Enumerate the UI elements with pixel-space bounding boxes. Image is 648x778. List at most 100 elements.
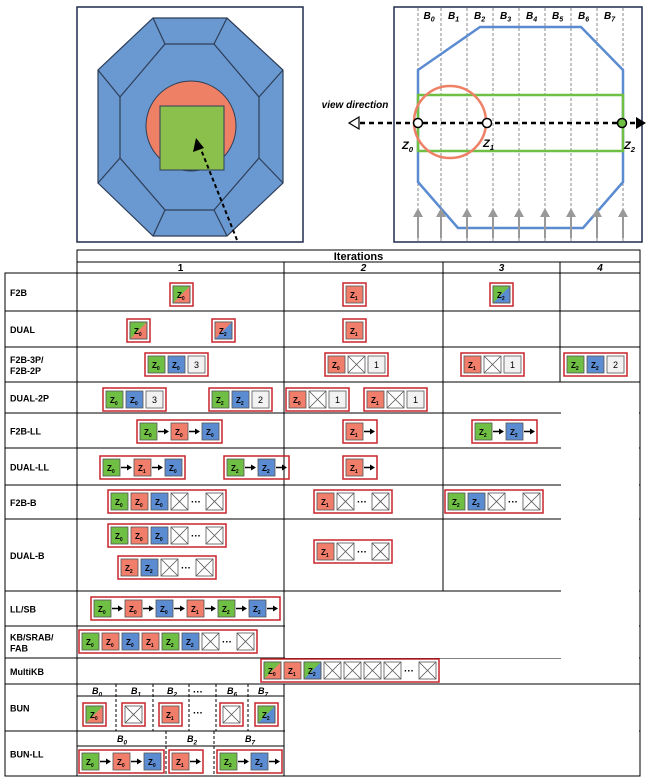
- link-arrow-head: [149, 605, 154, 612]
- empty-cell-cross: [336, 542, 355, 561]
- empty-cell: [522, 492, 541, 511]
- sample-cell: Z2: [447, 492, 466, 511]
- sample-fill: [345, 458, 364, 477]
- bucket-label: B0: [424, 11, 435, 24]
- row-label: F2B-2P: [10, 366, 41, 376]
- sample-label: Z1: [166, 711, 174, 722]
- count-label: 2: [258, 395, 263, 405]
- sample-label: Z0: [98, 605, 106, 616]
- sample-label: Z2: [219, 327, 227, 338]
- bevel-edge: [97, 69, 121, 98]
- sample-fill: [130, 526, 149, 545]
- empty-cell: [371, 492, 390, 511]
- pixel-frame: [107, 523, 227, 548]
- depth-point: [481, 117, 493, 129]
- empty-cell-cross: [483, 355, 502, 374]
- link-arrow-head: [137, 758, 142, 765]
- pixel-frame: [260, 658, 440, 683]
- sample-label: Z0: [148, 758, 156, 769]
- bevel-edge: [152, 209, 166, 237]
- sample-fill: [467, 492, 486, 511]
- pixel-frame: [342, 455, 378, 480]
- sample-cell: Z2: [161, 632, 180, 651]
- sample-cell: Z0: [81, 632, 100, 651]
- sample-label: Z2: [224, 758, 232, 769]
- pixel-frame: [168, 749, 204, 774]
- sample-fill: [161, 705, 180, 724]
- row-label: F2B-B: [10, 498, 37, 508]
- sample-cell: Z0: [85, 705, 104, 724]
- link-arrow-head: [244, 758, 249, 765]
- bun-bucket-label: B7: [258, 686, 269, 698]
- sample-cell: Z0: [124, 599, 143, 618]
- empty-cell-cross: [201, 632, 220, 651]
- sample-cell: Z1: [345, 321, 364, 340]
- bucket-label: B6: [578, 11, 589, 24]
- sample-cell: Z1: [283, 661, 302, 680]
- sample-cell: Z2: [140, 558, 159, 577]
- sample-fill-half: [493, 286, 510, 303]
- ellipsis: ···: [404, 666, 414, 677]
- empty-cell-cross: [487, 492, 506, 511]
- sample-label: Z2: [308, 667, 316, 678]
- pixel-frame: [254, 702, 279, 727]
- sample-fill: [345, 321, 364, 340]
- empty-cell-cross: [205, 492, 224, 511]
- sample-label: Z0: [134, 327, 142, 338]
- column-header: 2: [360, 263, 367, 274]
- sample-fill: [447, 492, 466, 511]
- iterations-header: Iterations: [334, 251, 384, 263]
- bun-ellipsis: ···: [193, 687, 203, 698]
- bun-ellipsis: ···: [193, 708, 203, 719]
- sample-label: Z0: [177, 291, 185, 302]
- sample-cell: Z0: [172, 285, 191, 304]
- sample-label: Z2: [236, 396, 244, 407]
- sample-label: Z0: [86, 638, 94, 649]
- row-label: F2B: [10, 288, 28, 298]
- pixel-frame: [313, 489, 393, 514]
- count-cell: [145, 390, 164, 409]
- pixel-frame: [219, 702, 244, 727]
- sample-fill: [366, 390, 385, 409]
- empty-cell: [308, 390, 327, 409]
- sample-cell: Z0: [101, 632, 120, 651]
- sample-fill: [171, 752, 190, 771]
- empty-cell-cross: [363, 661, 382, 680]
- bucket-label: B5: [552, 11, 563, 24]
- sample-fill: [167, 355, 186, 374]
- sample-fill: [140, 558, 159, 577]
- view-arrow-line: [199, 146, 238, 241]
- ellipsis: ···: [191, 531, 201, 542]
- empty-cell: [336, 542, 355, 561]
- sample-fill: [186, 599, 205, 618]
- sample-border: [129, 321, 148, 340]
- link-arrow-head: [242, 605, 247, 612]
- pixel-frame: [102, 387, 167, 412]
- sample-fill: [248, 599, 267, 618]
- green-square: [159, 105, 225, 171]
- sample-cell: Z2: [505, 422, 524, 441]
- sample-cell: Z0: [129, 321, 148, 340]
- count-label: 3: [194, 360, 199, 370]
- sample-label: Z0: [117, 758, 125, 769]
- pixel-frame: [78, 749, 165, 774]
- sample-label: Z2: [571, 361, 579, 372]
- sample-fill-half: [304, 662, 321, 679]
- sample-cell: Z0: [263, 661, 282, 680]
- sample-label: Z1: [350, 327, 358, 338]
- sample-fill: [250, 752, 269, 771]
- empty-cell: [483, 355, 502, 374]
- bevel-edge: [258, 157, 284, 184]
- sample-cell: Z1: [186, 599, 205, 618]
- sample-cell: Z2: [492, 285, 511, 304]
- link-arrow-head: [195, 428, 200, 435]
- bun-bucket-label: B6: [227, 686, 238, 698]
- ellipsis: ···: [222, 637, 232, 648]
- row-label: F2B-LL: [10, 427, 41, 437]
- bun-bucket-label: B1: [131, 686, 142, 698]
- row-label: BUN-LL: [10, 750, 44, 760]
- sample-label: Z2: [510, 428, 518, 439]
- count-cell: [406, 390, 425, 409]
- sample-border: [214, 321, 233, 340]
